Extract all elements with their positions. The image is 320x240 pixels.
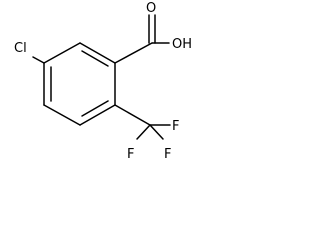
- chlorine-label: Cl: [14, 41, 27, 56]
- structure-canvas: Cl O OH F F F: [0, 0, 206, 178]
- fluorine-label-1: F: [172, 119, 179, 134]
- molecule-diagram: Cl O OH F F F: [14, 1, 192, 162]
- fluorine-bond-2: [136, 124, 151, 140]
- fluorine-label-2: F: [127, 147, 134, 162]
- ring-double-bond-1: [81, 50, 109, 67]
- fluorine-label-3: F: [164, 147, 171, 162]
- carbonyl-oxygen-label: O: [146, 1, 156, 16]
- carboxyl-bond: [114, 42, 153, 64]
- hydroxyl-label: OH: [172, 37, 192, 52]
- cf3-bond: [114, 104, 151, 126]
- ring-bond-4: [43, 104, 81, 126]
- ring-bond-3: [79, 104, 116, 126]
- ring-bond-1: [79, 42, 116, 64]
- ring-bond-6: [43, 42, 81, 64]
- fluorine-bond-3: [149, 124, 164, 140]
- chlorine-bond: [32, 56, 45, 64]
- ring-double-bond-2: [81, 100, 109, 117]
- benzene-ring: [43, 42, 116, 126]
